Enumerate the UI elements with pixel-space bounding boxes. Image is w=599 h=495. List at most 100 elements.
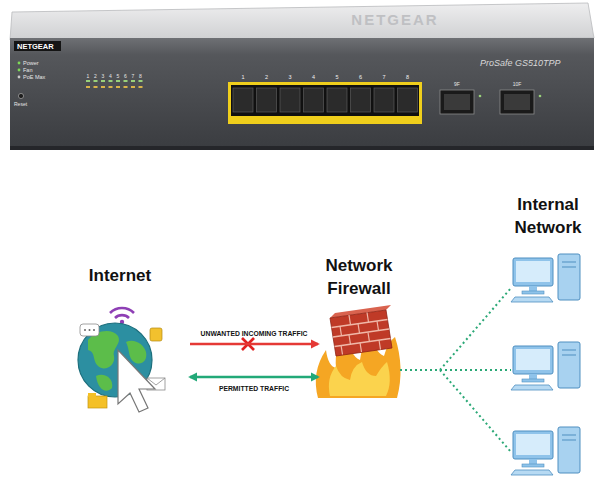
port-number: 7 <box>382 75 385 81</box>
brick-mortar <box>335 339 391 347</box>
logo-badge <box>14 41 61 51</box>
chat-icon <box>84 329 86 331</box>
pc-tower-detail <box>562 440 576 441</box>
rj45-port <box>374 88 394 112</box>
pc-tower-detail <box>562 435 576 436</box>
port-led <box>109 80 113 82</box>
switch-edge <box>10 146 594 150</box>
wifi-icon <box>115 315 129 318</box>
network-branch <box>440 370 511 452</box>
globe-continent <box>96 375 112 391</box>
pc-monitor <box>513 431 553 459</box>
globe-continent <box>126 341 146 364</box>
chat-icon <box>93 329 95 331</box>
pc-tower-detail <box>562 262 576 263</box>
network-node: Internet <box>50 264 190 402</box>
port-number: 3 <box>288 75 291 81</box>
pc-screen <box>516 261 550 282</box>
pc-stand <box>522 291 544 294</box>
port-led <box>101 86 105 88</box>
port-led <box>131 86 135 88</box>
brick-mortar <box>379 340 381 350</box>
rj45-port <box>398 88 418 112</box>
node-title: Internal Network <box>500 193 596 240</box>
port-number: 6 <box>359 75 362 81</box>
network-link <box>400 369 500 371</box>
node-title: Internet <box>50 264 190 287</box>
pc-tower <box>558 254 580 300</box>
brand-logo: NETGEAR <box>17 43 54 51</box>
rj45-port <box>327 88 347 112</box>
pc-tower <box>558 342 580 388</box>
pc-stand <box>522 379 544 382</box>
poe-port-frame <box>228 82 422 124</box>
port-number: 1 <box>241 75 244 81</box>
brick-mortar <box>367 313 369 323</box>
network-branch <box>500 369 511 371</box>
blocked-traffic-arrow <box>190 343 318 346</box>
rj45-port <box>280 88 300 112</box>
port-number: 8 <box>406 75 409 81</box>
port-led <box>94 86 98 88</box>
firewall-wall <box>330 310 392 356</box>
panel-label: PoE Max <box>23 75 45 81</box>
port-number: 2 <box>265 75 268 81</box>
port-led <box>139 80 143 82</box>
status-led <box>18 69 21 72</box>
rj45-port <box>233 88 253 112</box>
pc-stand <box>529 286 537 291</box>
switch-top <box>10 3 594 40</box>
port-led <box>131 80 135 82</box>
wifi-icon <box>110 308 134 313</box>
cursor-arrow <box>118 350 155 412</box>
chat-icon <box>80 324 99 336</box>
pc-screen <box>516 349 550 370</box>
network-node: Internal Network <box>500 193 596 488</box>
pc-tower-detail <box>562 355 576 356</box>
firewall-flame <box>329 362 390 396</box>
edge-label: UNWANTED INCOMING TRAFFIC <box>201 331 308 338</box>
model-name: ProSafe GS510TPP <box>480 59 561 68</box>
port-led <box>101 80 105 82</box>
led-number: 5 <box>117 74 120 79</box>
globe-continent <box>88 331 119 368</box>
brick-mortar <box>368 333 370 343</box>
switch-front <box>10 38 594 150</box>
led-number: 7 <box>132 74 135 79</box>
status-led <box>18 76 21 79</box>
port-led <box>116 80 120 82</box>
status-led <box>18 62 21 65</box>
pc-tower <box>558 427 580 473</box>
pc-tower-detail <box>562 267 576 268</box>
port-number: 9F <box>454 82 460 87</box>
network-branch <box>440 288 511 370</box>
brand-logo: NETGEAR <box>351 12 438 27</box>
pc-monitor <box>513 258 553 286</box>
port-led <box>139 86 143 88</box>
pc-tower-detail <box>562 350 576 351</box>
brick-mortar <box>358 324 360 334</box>
sfp-led <box>539 95 542 98</box>
sfp-port <box>500 90 534 114</box>
port-led <box>94 80 98 82</box>
port-led <box>86 86 90 88</box>
port-number: 5 <box>335 75 338 81</box>
led-number: 6 <box>124 74 127 79</box>
brick-mortar <box>377 321 379 331</box>
sfp-slot <box>444 94 470 110</box>
port-led <box>124 86 128 88</box>
node-title: Network Firewall <box>318 254 400 301</box>
panel-label: Power <box>23 61 39 67</box>
rj45-port <box>257 88 277 112</box>
panel-label: Reset <box>14 102 27 107</box>
port-block <box>231 85 419 116</box>
led-number: 1 <box>87 74 90 79</box>
folder-icon <box>88 396 107 408</box>
chat-icon <box>89 329 91 331</box>
sfp-slot <box>504 94 530 110</box>
pc-keyboard <box>511 470 553 475</box>
port-number: 10F <box>513 82 522 87</box>
badge-icon <box>150 328 162 341</box>
